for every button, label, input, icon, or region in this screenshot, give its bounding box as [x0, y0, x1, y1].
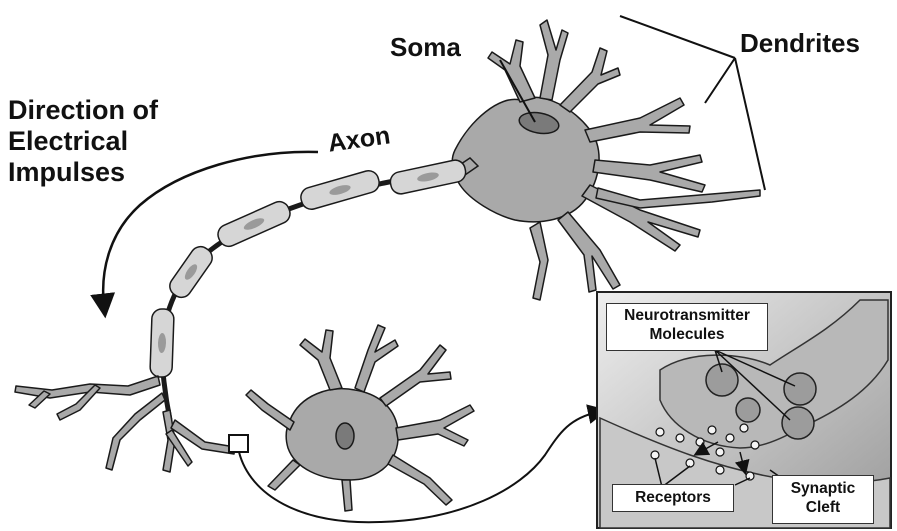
- vesicle: [782, 407, 814, 439]
- synapse-marker-box: [229, 435, 248, 452]
- vesicle: [706, 364, 738, 396]
- lower-nucleus: [336, 423, 354, 449]
- vesicle: [736, 398, 760, 422]
- dendrite-branch: [560, 48, 620, 112]
- dendrite-branch: [540, 20, 568, 100]
- dendrite-branch: [300, 330, 342, 390]
- dendrite-branch: [355, 325, 398, 392]
- synaptic-cleft-label: Synaptic Cleft: [772, 475, 874, 524]
- dendrite-branch: [380, 345, 451, 406]
- soma-label: Soma: [390, 32, 461, 63]
- dendrite-branch: [558, 212, 620, 292]
- synaptic-label-line-2: Cleft: [773, 498, 873, 517]
- myelin-segment: [166, 243, 216, 301]
- dendrite-branch: [396, 405, 474, 446]
- dendrite-branch: [268, 460, 300, 490]
- upper-neuron: [452, 20, 760, 300]
- myelin-segment: [215, 198, 293, 249]
- receptors-label-text: Receptors: [635, 489, 711, 506]
- direction-label-line-2: Electrical: [8, 126, 158, 157]
- myelin-segment: [299, 168, 382, 211]
- myelin-segment: [389, 158, 468, 195]
- dendrite-branch: [585, 98, 690, 142]
- dendrite-branch: [593, 155, 705, 192]
- myelin-segment: [150, 309, 174, 378]
- direction-label-line-1: Direction of: [8, 95, 158, 126]
- neurotransmitter-label-line-1: Neurotransmitter: [607, 306, 767, 325]
- direction-label-line-3: Impulses: [8, 157, 158, 188]
- direction-label: Direction of Electrical Impulses: [8, 95, 158, 188]
- terminal-branch: [106, 393, 165, 470]
- vesicle: [784, 373, 816, 405]
- dendrites-label: Dendrites: [740, 28, 860, 59]
- lower-neuron: [246, 325, 474, 511]
- dendrite-branch: [530, 222, 548, 300]
- axon-terminals: [15, 376, 235, 472]
- receptors-label: Receptors: [612, 484, 734, 512]
- neurotransmitter-molecules-label: Neurotransmitter Molecules: [606, 303, 768, 351]
- dendrite-branch: [388, 455, 452, 505]
- dendrite-branch: [488, 40, 535, 102]
- neurotransmitter-label-line-2: Molecules: [607, 325, 767, 344]
- dendrite-branch: [342, 480, 352, 511]
- synaptic-label-line-1: Synaptic: [773, 479, 873, 498]
- dendrite-branch: [246, 390, 294, 430]
